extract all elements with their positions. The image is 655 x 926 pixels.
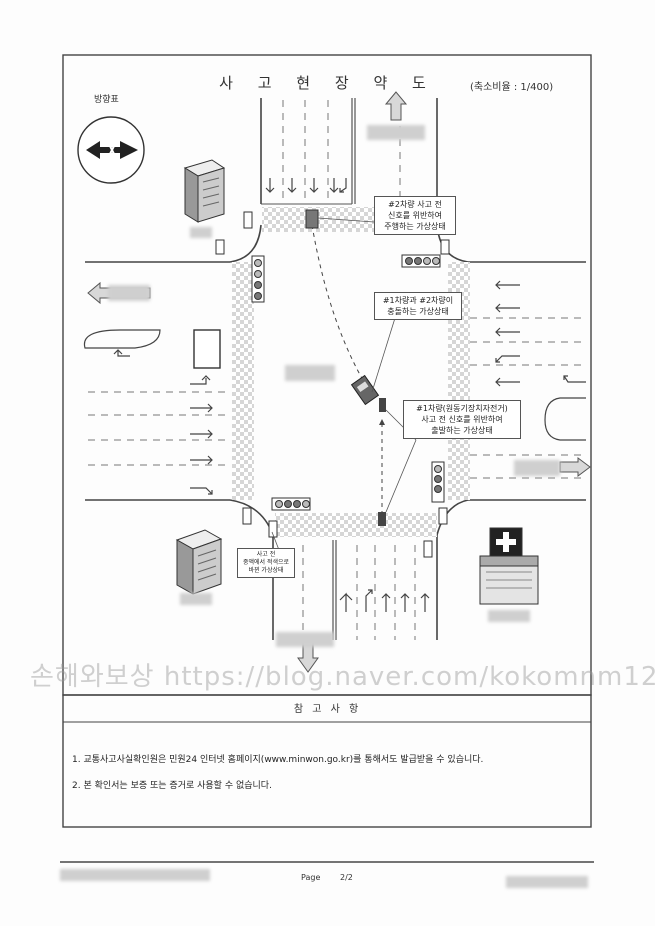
watermark-text: 손해와보상 https://blog.naver.com/kokomnm12 [30,662,655,692]
callout-collision: #1차량과 #2차량이 충돌하는 가상상태 [374,292,462,320]
compass-label: 방향표 [94,95,119,105]
callout-car2-signal-violation: #2차량 사고 전 신호를 위반하여 주행하는 가상상태 [374,196,456,235]
north-road [260,98,438,204]
compass-symbol [77,116,145,184]
building-icon-northwest [183,159,226,223]
north-lane-arrows [265,178,347,193]
reference-note-2: 2. 본 확인서는 보증 또는 증거로 사용할 수 없습니다. [72,781,272,791]
traffic-lights [215,211,450,558]
callout-car1-before: 사고 전 중액에서 적색으로 바뀐 가상상태 [237,548,295,578]
west-lane-arrows [113,349,213,495]
north-direction-arrow [384,91,408,121]
east-road [468,261,586,501]
east-lane-arrows [495,280,586,387]
hospital-building-icon [479,527,539,605]
car2-vehicle-icon [305,209,380,406]
scale-label: (축소비율 : 1/400) [470,82,554,93]
east-direction-arrow [559,457,591,477]
car1-motorcycle-icon [378,398,386,526]
south-road [272,535,438,640]
west-median-box [193,329,221,369]
crosswalk-east [448,262,470,500]
crosswalk-west [232,262,254,500]
west-road [83,261,230,501]
notes-frame [62,694,592,828]
footer-page-number: 2/2 [340,873,353,882]
diagram-title: 사 고 현 장 약 도 [219,74,436,92]
building-icon-southwest [175,529,223,595]
reference-title: 참 고 사 항 [293,704,362,715]
crosswalk-south [275,513,437,537]
callout-car1-signal-violation: #1차량(원동기장치자전거) 사고 전 신호를 위반하여 출발하는 가상상태 [403,400,521,439]
redacted-labels [60,125,588,888]
footer-page-label: Page [301,873,321,882]
reference-note-1: 1. 교통사고사실확인원은 민원24 인터넷 홈페이지(www.minwon.g… [72,755,484,765]
south-lane-arrows [339,589,430,612]
